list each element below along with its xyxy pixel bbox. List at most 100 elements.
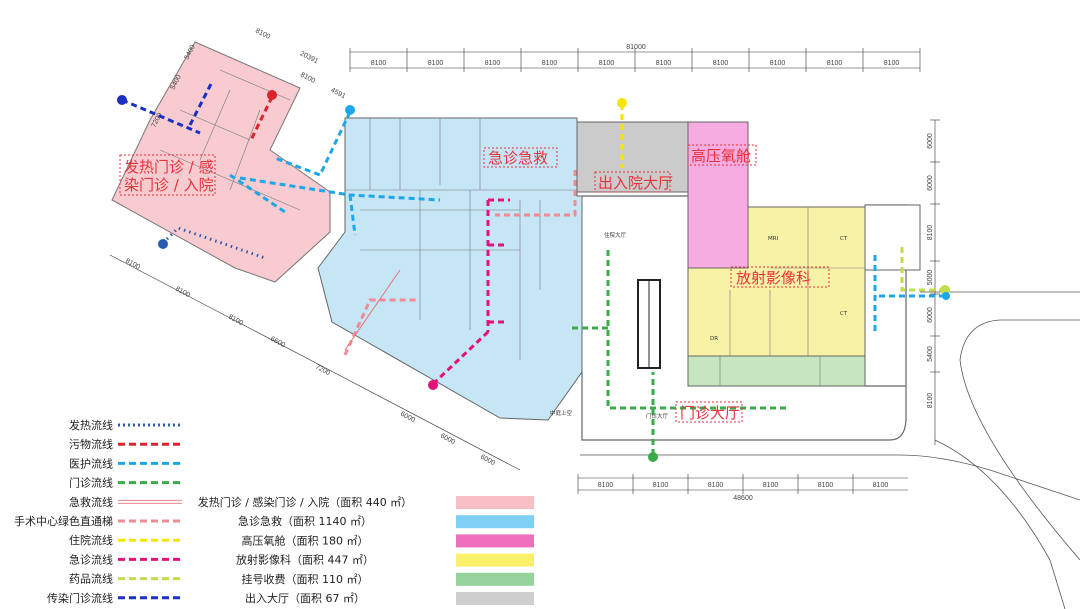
dim-right-segment: 8100	[927, 225, 934, 241]
dim-lower-left: 6600	[269, 336, 286, 350]
road-edge	[580, 454, 1080, 501]
zone-label-outpatient-hall: 门诊大厅	[680, 404, 740, 422]
label-box	[675, 401, 743, 423]
legend-area-label: 放射影像科（面积 447 ㎡）	[236, 553, 374, 567]
legend-item-flow: 药品流线	[69, 572, 182, 586]
dim-top-total: 81000	[626, 44, 646, 51]
dim-bottom-segment: 8100	[653, 482, 669, 489]
room-atrium: 中庭上空	[550, 409, 573, 417]
dim-right-segment: 8100	[927, 393, 934, 409]
zone-label-radiology: 放射影像科	[736, 269, 811, 287]
dim-bottom-total: 48600	[733, 495, 753, 502]
dim-top-segment: 8100	[713, 60, 729, 67]
room-partitions	[159, 69, 865, 386]
room-inpatient-hall: 住院大厅	[604, 231, 627, 239]
legend-item-flow: 急诊流线	[69, 552, 182, 566]
dim-bottom-segment: 8100	[818, 482, 834, 489]
dim-lower-left: 8100	[124, 258, 141, 272]
dim-lower-left: 6000	[479, 454, 496, 468]
stair-core	[864, 204, 921, 271]
dim-right-segment: 6000	[927, 307, 934, 323]
flow-medical-staff	[229, 111, 441, 236]
legend-flow-label: 污物流线	[69, 437, 113, 451]
legend-item-area: 出入大厅（面积 67 ㎡）	[245, 591, 534, 605]
zone-admission-hall	[576, 121, 690, 193]
label-box	[483, 147, 558, 168]
dim-lower-left: 7200	[314, 364, 331, 378]
zone-hyperbaric-oxygen	[687, 121, 749, 269]
room-dr: DR	[710, 336, 718, 342]
dimension-lower-left	[109, 254, 521, 471]
legend-flow-label: 药品流线	[69, 572, 113, 586]
dim-top-segment: 8100	[827, 60, 843, 67]
legend-item-area: 高压氧舱（面积 180 ㎡）	[242, 533, 534, 548]
legend-item-flow: 急救流线	[69, 495, 182, 509]
room-ct: CT	[840, 311, 848, 317]
dim-top-segment: 8100	[770, 60, 786, 67]
legend-area-label: 挂号收费（面积 110 ㎡）	[242, 572, 369, 586]
legend-flow-label: 急救流线	[69, 495, 113, 509]
dim-wing: 8100	[299, 72, 316, 85]
room-mri: MRI	[768, 236, 779, 242]
dim-right-segment: 5400	[927, 346, 934, 362]
legend-item-flow: 发热流线	[69, 418, 182, 432]
dim-lower-left: 6000	[399, 411, 416, 425]
dim-top-segment: 8100	[599, 60, 615, 67]
zone-label-fever-line1: 发热门诊 / 感	[124, 158, 214, 176]
flow-lines	[121, 81, 945, 455]
room-outpatient-hall: 门诊大厅	[646, 412, 669, 420]
legend-item-flow: 门诊流线	[69, 476, 182, 490]
legend-item-area: 急诊急救（面积 1140 ㎡）	[238, 514, 534, 529]
legend-flow-label: 住院流线	[69, 533, 113, 547]
zone-registration	[687, 355, 866, 387]
legend-area-swatch	[456, 534, 534, 548]
flow-emergency	[431, 198, 510, 386]
legend-item-area: 挂号收费（面积 110 ㎡）	[242, 572, 534, 586]
dim-top-segment: 8100	[485, 60, 501, 67]
dim-top-segment: 8100	[656, 60, 672, 67]
dim-bottom-segment: 8100	[763, 482, 779, 489]
legend-area-label: 高压氧舱（面积 180 ㎡）	[242, 533, 369, 547]
legend-item-flow: 污物流线	[69, 437, 182, 451]
legend-item-flow: 住院流线	[69, 533, 182, 547]
legend-item-area: 发热门诊 / 感染门诊 / 入院（面积 440 ㎡）	[198, 495, 534, 509]
label-box	[730, 266, 830, 288]
flow-outpatient	[570, 250, 790, 455]
flow-waste	[248, 96, 274, 143]
label-box	[119, 154, 216, 196]
zone-label-hall: 出入院大厅	[598, 174, 673, 192]
label-box	[594, 171, 671, 193]
legend-area-swatch	[456, 592, 534, 605]
dim-top-segment: 8100	[371, 60, 387, 67]
dim-bottom-segment: 8100	[873, 482, 889, 489]
flow-drug	[900, 245, 945, 292]
legend-item-flow: 医护流线	[69, 456, 182, 470]
dim-wing: 20391	[299, 50, 320, 65]
zone-label-fever-line2: 染门诊 / 入院	[124, 176, 214, 194]
dim-top-segment: 8100	[428, 60, 444, 67]
building-outline	[581, 195, 907, 441]
legend-area-label: 发热门诊 / 感染门诊 / 入院（面积 440 ㎡）	[198, 495, 412, 509]
flow-staff-right	[873, 255, 945, 335]
legend-flow-label: 手术中心绿色直通梯	[14, 514, 113, 528]
legend-item-area: 放射影像科（面积 447 ㎡）	[236, 553, 534, 567]
legend-area-swatch	[456, 496, 534, 509]
road-edge	[920, 291, 1080, 609]
dim-top-segment: 8100	[542, 60, 558, 67]
zone-label-oxygen: 高压氧舱	[691, 147, 751, 165]
dim-bottom-segment: 8100	[598, 482, 614, 489]
legend-area-label: 急诊急救（面积 1140 ㎡）	[238, 514, 372, 528]
legend-area-swatch	[456, 572, 534, 586]
flow-emergency-rescue	[344, 269, 401, 351]
legend-flow-label: 发热流线	[69, 418, 113, 432]
flow-fever	[161, 226, 266, 260]
dim-right-segment: 5000	[927, 270, 934, 286]
legend-flow-label: 急诊流线	[69, 552, 113, 566]
legend-flow-label: 门诊流线	[69, 476, 113, 490]
room-ct: CT	[840, 236, 848, 242]
dim-top-segment: 8100	[884, 60, 900, 67]
flow-endpoints	[117, 90, 950, 462]
legend-flow-label: 传染门诊流线	[47, 591, 113, 605]
dim-lower-left: 8100	[174, 286, 191, 300]
